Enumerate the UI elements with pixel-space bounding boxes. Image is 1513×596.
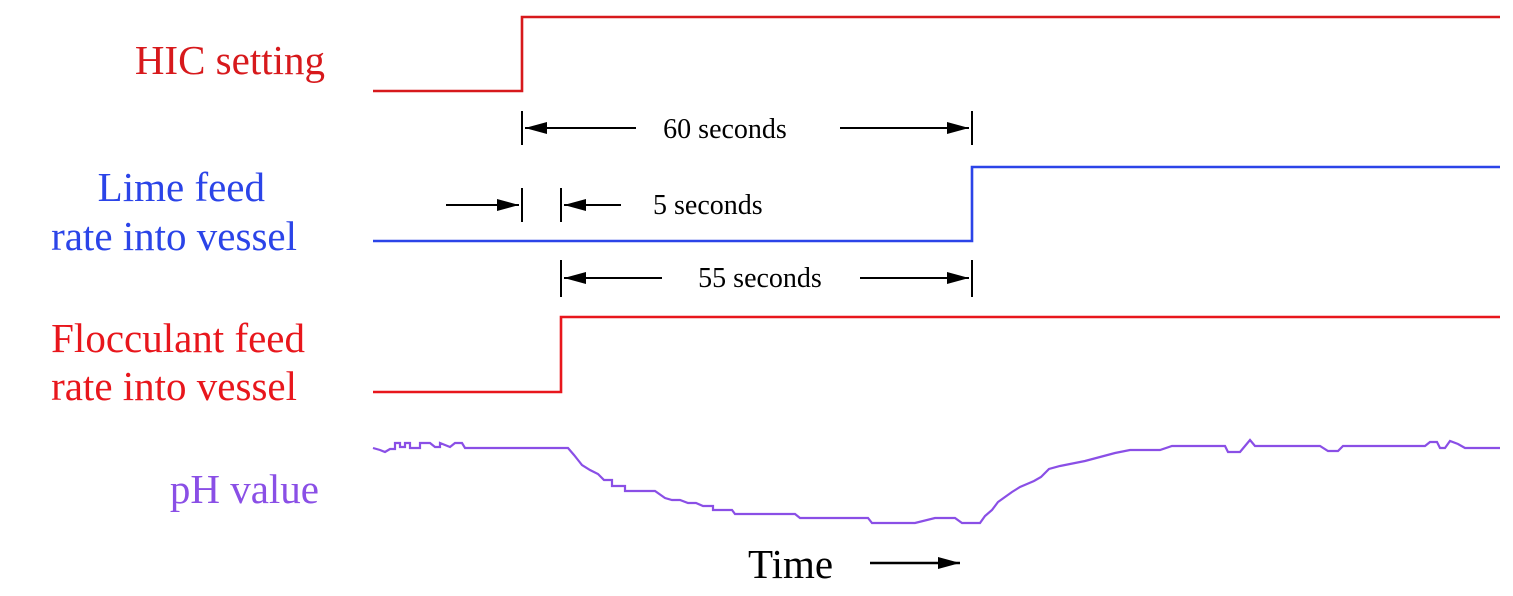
lime-label-line2: rate into vessel: [51, 213, 297, 259]
ph-trace: [372, 438, 1500, 525]
hic-trace: [373, 15, 1500, 93]
dim-55-label: 55 seconds: [698, 263, 822, 294]
lime-trace: [373, 165, 1500, 243]
ph-label: pH value: [170, 466, 319, 512]
time-label: Time: [748, 541, 833, 587]
flocculant-trace: [373, 315, 1500, 394]
lime-label-line1: Lime feed: [98, 164, 265, 210]
flocculant-label-line1: Flocculant feed: [51, 315, 305, 361]
flocculant-label-line2: rate into vessel: [51, 363, 297, 409]
hic-label: HIC setting: [135, 37, 325, 83]
dim-5-label: 5 seconds: [653, 190, 763, 221]
dim-60-label: 60 seconds: [663, 114, 787, 145]
